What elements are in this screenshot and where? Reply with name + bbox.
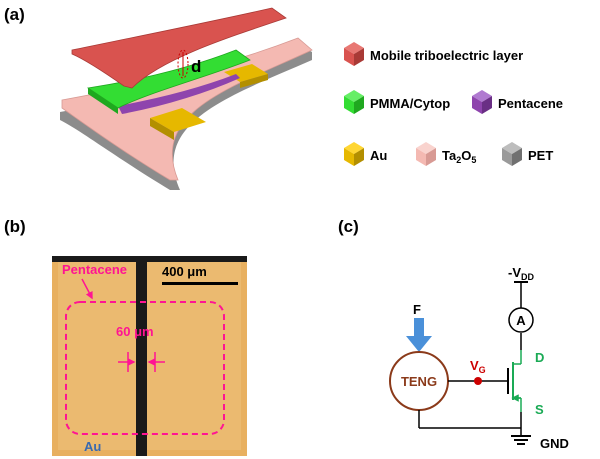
- scale-bar-label: 400 μm: [162, 264, 207, 279]
- legend-label-pentacene: Pentacene: [498, 96, 563, 111]
- legend-label-pmma: PMMA/Cytop: [370, 96, 450, 111]
- channel: [136, 256, 147, 456]
- legend-item-au: Au: [344, 142, 387, 166]
- legend-cube-right: [426, 148, 436, 166]
- device-illustration: d: [60, 7, 313, 190]
- drain-label: D: [535, 350, 544, 365]
- au-label: Au: [84, 439, 101, 454]
- legend-item-pmma: PMMA/Cytop: [344, 90, 450, 114]
- au-electrode-left: [150, 108, 206, 132]
- legend-cube-left: [472, 96, 482, 114]
- panel-a-label: (a): [4, 5, 25, 24]
- pentacene-label: Pentacene: [62, 262, 127, 277]
- au-electrode-right-side: [240, 74, 268, 88]
- gap-indicator: [177, 49, 189, 79]
- legend-label-au: Au: [370, 148, 387, 163]
- force-arrow: [406, 318, 432, 352]
- scale-bar: [162, 282, 238, 285]
- legend-cube-left: [344, 148, 354, 166]
- panel-c-label: (c): [338, 217, 359, 236]
- pentacene-arrow: [81, 278, 93, 300]
- teng-label: TENG: [401, 374, 437, 389]
- circuit: F TENG VG D S GND A -VDD: [389, 265, 569, 451]
- vdd-label: -VDD: [508, 265, 534, 282]
- ground-label: GND: [540, 436, 569, 451]
- legend-cube-right: [512, 148, 522, 166]
- legend-label-ta2o5: Ta2O5: [442, 148, 476, 165]
- top-bar: [52, 256, 247, 262]
- legend-cube-right: [482, 96, 492, 114]
- vg-node: [474, 377, 482, 385]
- force-label: F: [413, 302, 421, 317]
- gap-label: d: [191, 57, 201, 76]
- ammeter-label: A: [516, 313, 526, 328]
- mobile-triboelectric-layer: [71, 7, 287, 89]
- legend-item-ta2o5: Ta2O5: [416, 142, 476, 166]
- pentacene-layer: [118, 74, 240, 114]
- legend-item-pentacene: Pentacene: [472, 90, 563, 114]
- pentacene-region: [65, 301, 225, 435]
- source-label: S: [535, 402, 544, 417]
- legend-cube-right: [354, 48, 364, 66]
- pmma-layer-side: [88, 88, 118, 114]
- legend-cube-left: [344, 96, 354, 114]
- vg-label: VG: [470, 358, 486, 375]
- channel-width-label: 60 μm: [116, 324, 154, 339]
- legend-cube-right: [354, 148, 364, 166]
- legend-label-pet: PET: [528, 148, 553, 163]
- micrograph-glow: [58, 262, 241, 450]
- legend-cube-left: [502, 148, 512, 166]
- legend-item-mobile-layer: Mobile triboelectric layer: [344, 42, 523, 66]
- micrograph: Pentacene 400 μm 60 μm Au: [52, 256, 247, 456]
- legend-cube-right: [354, 96, 364, 114]
- panel-b-label: (b): [4, 217, 26, 236]
- legend-cube-left: [416, 148, 426, 166]
- legend-cube-left: [344, 48, 354, 66]
- legend: Mobile triboelectric layer PMMA/Cytop Pe…: [344, 42, 563, 166]
- au-electrode-left-side: [150, 118, 174, 140]
- legend-label-mobile: Mobile triboelectric layer: [370, 48, 523, 63]
- legend-item-pet: PET: [502, 142, 553, 166]
